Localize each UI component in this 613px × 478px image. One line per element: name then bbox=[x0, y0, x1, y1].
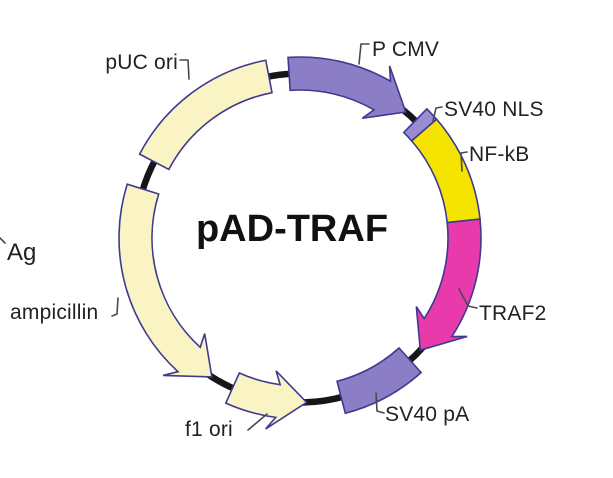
leader-p-cmv bbox=[358, 43, 370, 65]
leader-traf2 bbox=[458, 288, 478, 309]
label-nf-kb: NF-kB bbox=[469, 143, 530, 166]
segment-sv40-pa bbox=[336, 346, 423, 415]
backbone-arc bbox=[302, 392, 347, 406]
leader-f1-ori bbox=[247, 413, 268, 431]
leader-puc-ori bbox=[179, 59, 190, 80]
label-f1-ori: f1 ori bbox=[185, 418, 233, 441]
segment-f1-ori bbox=[224, 370, 308, 430]
segment-ampicillin bbox=[118, 183, 213, 378]
label-sv40-pa: SV40 pA bbox=[385, 403, 469, 426]
leader-lines bbox=[0, 43, 478, 431]
label-traf2: TRAF2 bbox=[479, 302, 547, 325]
leader-ag bbox=[0, 236, 6, 244]
leader-nf-kb bbox=[460, 151, 468, 172]
backbone-arc bbox=[138, 156, 160, 195]
label-puc-ori: pUC ori bbox=[105, 51, 178, 74]
segment-p-cmv bbox=[287, 56, 407, 120]
label-ag: Ag bbox=[7, 239, 36, 266]
segment-labels: P CMV SV40 NLS NF-kB TRAF2 SV40 pA f1 or… bbox=[7, 38, 547, 441]
segment-puc-ori bbox=[138, 59, 273, 171]
plasmid-title: pAD-TRAF bbox=[196, 208, 388, 250]
label-sv40-nls: SV40 NLS bbox=[444, 98, 544, 121]
leader-sv40-nls bbox=[432, 106, 443, 122]
leader-ampicillin bbox=[111, 297, 119, 317]
label-ampicillin: ampicillin bbox=[10, 301, 98, 324]
segment-nf-kb bbox=[410, 118, 481, 224]
label-p-cmv: P CMV bbox=[372, 38, 439, 61]
leader-sv40-pa bbox=[375, 392, 385, 414]
plasmid-segments bbox=[118, 56, 482, 430]
segment-traf2 bbox=[415, 218, 482, 352]
